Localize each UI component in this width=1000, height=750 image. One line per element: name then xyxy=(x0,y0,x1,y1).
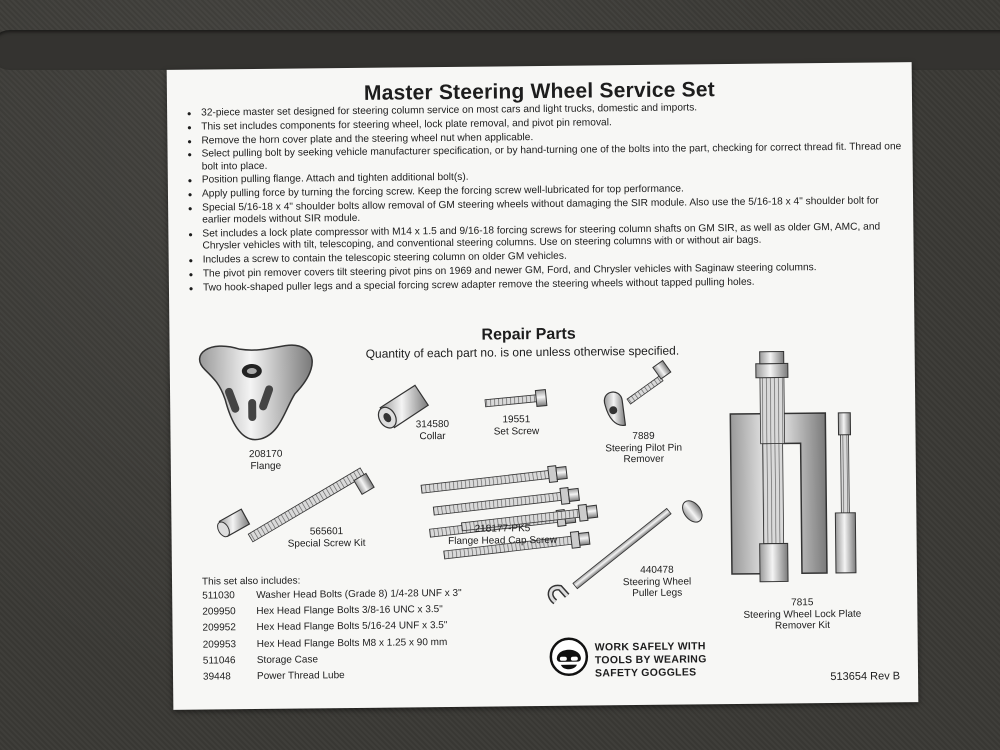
part-name: Special Screw Kit xyxy=(287,537,366,550)
also-item: 39448 Power Thread Lube xyxy=(203,669,463,688)
puller-legs-label: 440478 Steering Wheel Puller Legs xyxy=(612,564,702,599)
item-number: 209952 xyxy=(202,622,236,634)
pilot-pin-label: 7889 Steering Pilot Pin Remover xyxy=(588,430,698,466)
safety-goggles-icon xyxy=(549,637,589,676)
item-number: 209953 xyxy=(202,638,237,651)
part-number: 19551 xyxy=(502,414,531,426)
part-name: Flange Head Cap Screw xyxy=(448,534,558,547)
part-number: 314580 xyxy=(415,418,450,431)
part-name: Flange xyxy=(250,460,282,472)
collar-drawing xyxy=(377,384,430,429)
safety-text: WORK SAFELY WITH TOOLS BY WEARING SAFETY… xyxy=(595,640,707,680)
part-name: Steering Wheel Lock Plate xyxy=(743,608,862,621)
cap-screw-label: 218177-PK5 Flange Head Cap Screw xyxy=(437,523,567,547)
item-number: 511030 xyxy=(202,590,235,602)
set-screw-drawing xyxy=(484,389,548,408)
item-description: Power Thread Lube xyxy=(256,670,345,682)
part-name-line2: Puller Legs xyxy=(632,587,683,600)
item-number: 511046 xyxy=(202,654,236,667)
collar-label: 314580 Collar xyxy=(402,419,462,443)
item-number: 209950 xyxy=(202,606,236,618)
set-screw-label: 19551 Set Screw xyxy=(486,414,546,438)
part-name: Set Screw xyxy=(493,425,540,438)
item-description: Hex Head Flange Bolts 3/8-16 UNC x 3.5" xyxy=(256,604,443,618)
item-description: Hex Head Flange Bolts M8 x 1.25 x 90 mm xyxy=(256,636,448,650)
safety-line: WORK SAFELY WITH xyxy=(594,640,706,654)
lock-plate-remover-drawing xyxy=(729,350,857,583)
safety-notice: WORK SAFELY WITH TOOLS BY WEARING SAFETY… xyxy=(543,632,744,684)
part-number: 440478 xyxy=(640,564,674,576)
special-screw-label: 565601 Special Screw Kit xyxy=(271,526,381,550)
item-description: Hex Head Flange Bolts 5/16-24 UNF x 3.5" xyxy=(256,620,448,634)
part-number: 208170 xyxy=(248,448,283,461)
pilot-pin-remover-drawing xyxy=(603,359,672,426)
flange-drawing xyxy=(198,344,313,441)
instruction-label: Master Steering Wheel Service Set 32-pie… xyxy=(166,62,919,710)
revision-number: 513654 Rev B xyxy=(830,670,901,684)
safety-line: TOOLS BY WEARING xyxy=(594,653,707,667)
part-name: Steering Wheel xyxy=(622,575,692,588)
cap-screws-drawing xyxy=(420,465,599,560)
part-name: Collar xyxy=(419,430,446,442)
lock-plate-label: 7815 Steering Wheel Lock Plate Remover K… xyxy=(732,597,872,633)
part-name-line2: Remover xyxy=(623,453,665,466)
flange-label: 208170 Flange xyxy=(231,449,301,473)
item-number: 39448 xyxy=(202,671,231,683)
also-includes-heading: This set also includes: xyxy=(201,575,301,588)
special-screw-drawing xyxy=(217,467,375,543)
item-description: Storage Case xyxy=(256,654,319,666)
also-item: 209953 Hex Head Flange Bolts M8 x 1.25 x … xyxy=(203,636,463,655)
part-name-line2: Remover Kit xyxy=(774,620,831,632)
puller-legs-drawing xyxy=(547,500,703,605)
parts-illustrations xyxy=(198,344,857,605)
safety-line: SAFETY GOGGLES xyxy=(594,666,697,680)
